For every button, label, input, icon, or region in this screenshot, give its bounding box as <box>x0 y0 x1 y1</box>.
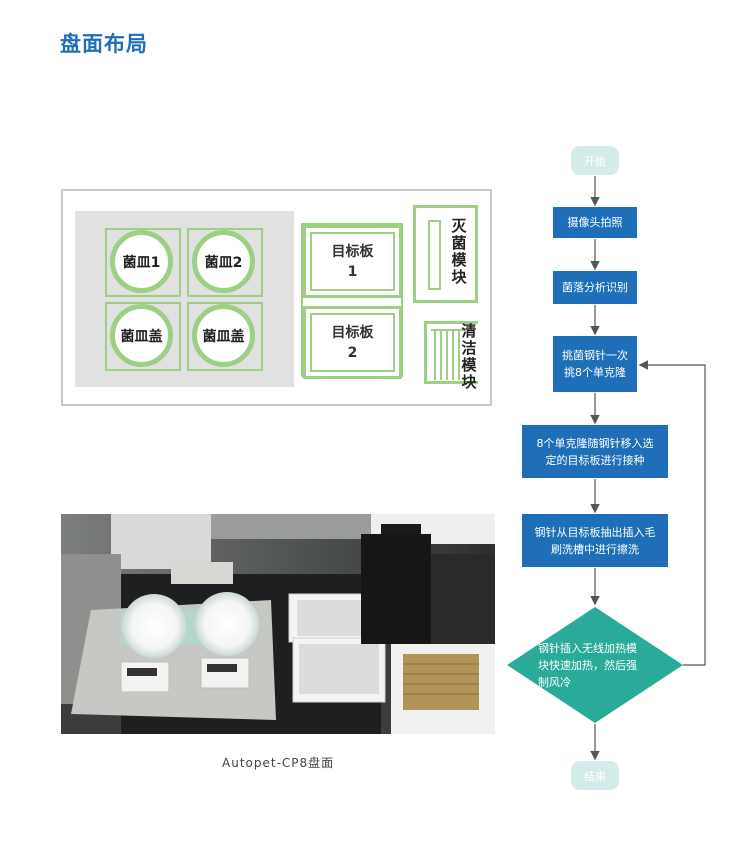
sterilize-module-label: 灭菌 模块 <box>451 217 467 286</box>
flow-decision-diamond <box>507 607 683 723</box>
dish-lid-slot-2: 菌皿盖 <box>187 302 263 371</box>
flow-end: 结束 <box>571 761 619 790</box>
brush-bristles-icon <box>431 329 465 380</box>
dish-lid-2: 菌皿盖 <box>192 304 255 367</box>
target-plate-1: 目标板 1 <box>303 225 402 298</box>
cleaning-module-label: 清洁 模块 <box>461 322 477 391</box>
dish-slot-1: 菌皿1 <box>105 228 181 297</box>
dish-lid-1: 菌皿盖 <box>110 304 173 367</box>
dish-area: 菌皿1 菌皿2 菌皿盖 菌皿盖 <box>75 211 294 387</box>
flow-step-pick: 挑菌钢针一次挑8个单克隆 <box>553 336 637 392</box>
flow-step-camera: 摄像头拍照 <box>553 207 637 238</box>
dish-lid-slot-1: 菌皿盖 <box>105 302 181 371</box>
target-plate-1-number: 1 <box>347 263 358 280</box>
sterilize-module: 灭菌 模块 <box>413 205 478 303</box>
flow-step-inoculate: 8个单克隆随钢针移入选定的目标板进行接种 <box>522 425 668 478</box>
flow-step-analysis: 菌落分析识别 <box>553 271 637 304</box>
target-plate-2: 目标板 2 <box>303 306 402 379</box>
deck-photo <box>61 514 495 734</box>
target-plate-1-label: 目标板 <box>331 243 374 260</box>
dish-1: 菌皿1 <box>110 230 173 293</box>
sterilize-slot <box>428 220 441 290</box>
cleaning-module: 清洁 模块 <box>424 321 478 391</box>
target-plate-2-number: 2 <box>347 344 358 361</box>
flow-decision-text: 钢针插入无线加热模块快速加热，然后强制风冷 <box>538 642 637 689</box>
flow-step-wash: 钢针从目标板抽出插入毛刷洗槽中进行擦洗 <box>522 514 668 567</box>
flow-start: 开始 <box>571 146 619 175</box>
dish-slot-2: 菌皿2 <box>187 228 263 297</box>
target-plate-2-label: 目标板 <box>331 324 374 341</box>
photo-caption: Autopet-CP8盘面 <box>222 756 335 770</box>
page-title: 盘面布局 <box>60 32 148 56</box>
dish-2: 菌皿2 <box>192 230 255 293</box>
